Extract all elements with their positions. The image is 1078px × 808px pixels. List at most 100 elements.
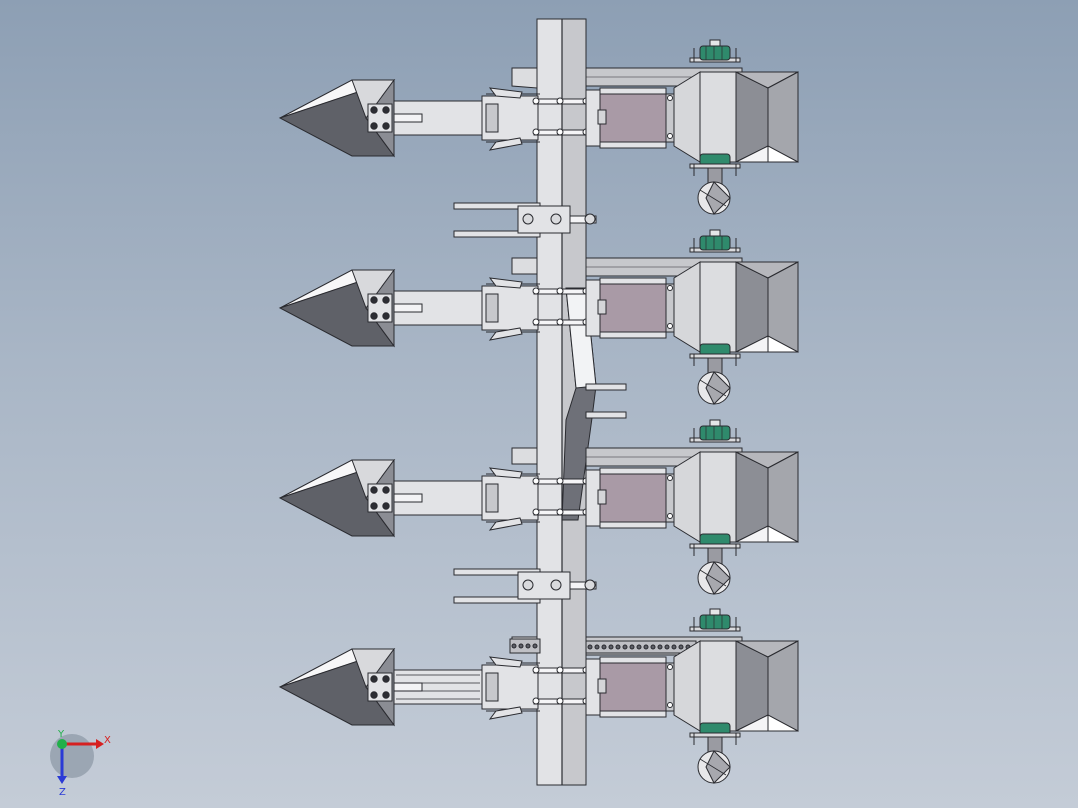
spring-hook-top (488, 467, 523, 479)
opener-bolt (370, 122, 378, 130)
opener-clamp-block (485, 103, 499, 133)
seed-box-back-wall (673, 451, 701, 543)
spring-hook-top (488, 656, 523, 668)
seed-metering-motor-top (689, 608, 741, 632)
bracket-arm-lower (453, 230, 541, 238)
u-bolt-nut (556, 508, 564, 516)
opener-bolt (370, 502, 378, 510)
opener-bolt (382, 675, 390, 683)
meter-housing (599, 281, 667, 335)
bracket-pin (569, 581, 597, 590)
meter-housing-bottom (599, 331, 667, 339)
meter-flange-bolt (667, 285, 673, 291)
bracket-pin-head (584, 213, 596, 225)
drive-chain-link (636, 644, 642, 650)
opener-bolt (370, 675, 378, 683)
covering-disc-shade (705, 371, 731, 405)
seed-metering-motor-top (689, 229, 741, 253)
center-brace-arm-upper (585, 383, 627, 391)
seed-metering-motor (699, 45, 731, 61)
seed-metering-motor-bottom (689, 343, 741, 405)
spring-hook-bottom (488, 137, 523, 151)
center-brace-arm-lower (585, 411, 627, 419)
u-bolt-nut (556, 666, 564, 674)
triad-z-label: Z (59, 787, 66, 798)
seed-metering-motor-bottom (689, 533, 741, 595)
spring-hook-top (488, 87, 523, 99)
seed-metering-motor-top (689, 419, 741, 443)
u-bolt-nut (532, 477, 540, 485)
seed-box-front-wall (699, 640, 737, 732)
meter-housing (599, 471, 667, 525)
furrow-opener-bevel (351, 648, 395, 689)
motor-cap (709, 608, 721, 616)
drive-chain-link (650, 644, 656, 650)
triad-x-label: X (104, 735, 111, 746)
drive-chain-link (622, 644, 628, 650)
meter-flange-bolt (667, 513, 673, 519)
meter-latch (597, 489, 607, 505)
meter-housing-top (599, 277, 667, 285)
meter-flange-bolt (667, 702, 673, 708)
seed-metering-motor-top (689, 39, 741, 63)
bracket-bolt (522, 213, 534, 225)
seed-metering-motor (699, 235, 731, 251)
drive-chain-link (615, 644, 621, 650)
seed-box-floor (735, 145, 769, 163)
link-arm-nose (511, 257, 538, 275)
drive-chain-link (518, 643, 524, 649)
u-bolt-nut (532, 128, 540, 136)
bottom-motor-plate (689, 543, 741, 549)
meter-housing (599, 660, 667, 714)
u-bolt-nut (532, 508, 540, 516)
drive-chain-link (601, 644, 607, 650)
motor-cap (709, 39, 721, 47)
opener-bolt (382, 691, 390, 699)
seed-box-front-wall (699, 261, 737, 353)
drive-chain-link (525, 643, 531, 649)
meter-flange-bolt (667, 323, 673, 329)
meter-latch (597, 109, 607, 125)
opener-bolt (370, 691, 378, 699)
spring-hook-bottom (488, 517, 523, 531)
meter-housing-top (599, 656, 667, 664)
drive-chain-link (671, 644, 677, 650)
meter-housing-bottom (599, 141, 667, 149)
seed-box-front-wall (699, 71, 737, 163)
opener-arm-slot (393, 303, 423, 313)
covering-disc-rim (699, 569, 727, 587)
link-arm-nose (511, 67, 538, 89)
drive-chain-link (629, 644, 635, 650)
seed-box-floor (735, 525, 769, 543)
seed-box-inner-right (767, 640, 799, 732)
seed-metering-motor-bottom (689, 722, 741, 784)
u-bolt-nut (532, 666, 540, 674)
drive-chain-link (678, 644, 684, 650)
seed-box-back-wall (673, 640, 701, 732)
seed-box-inner-right (767, 451, 799, 543)
opener-arm-slot (393, 113, 423, 123)
opener-bolt (382, 502, 390, 510)
covering-disc-rim (699, 189, 727, 207)
motor-cap (709, 419, 721, 427)
u-bolt-nut (532, 318, 540, 326)
u-bolt-nut (556, 128, 564, 136)
seed-box-inner-right (767, 71, 799, 163)
opener-bolt (382, 296, 390, 304)
drive-chain-link (511, 643, 517, 649)
seed-box-floor (735, 714, 769, 732)
covering-disc-shade (705, 181, 731, 215)
triad-x-arrowhead (96, 739, 104, 749)
link-arm-nose (511, 447, 538, 465)
furrow-opener-bevel (351, 269, 395, 310)
seed-box-back-wall (673, 71, 701, 163)
triad-origin-shadow (50, 734, 94, 778)
covering-disc-rim (699, 758, 727, 776)
row-unit-2 (278, 229, 799, 405)
drive-chain-link (608, 644, 614, 650)
drive-chain-link (657, 644, 663, 650)
bracket-bolt (522, 579, 534, 591)
meter-housing-bottom (599, 521, 667, 529)
